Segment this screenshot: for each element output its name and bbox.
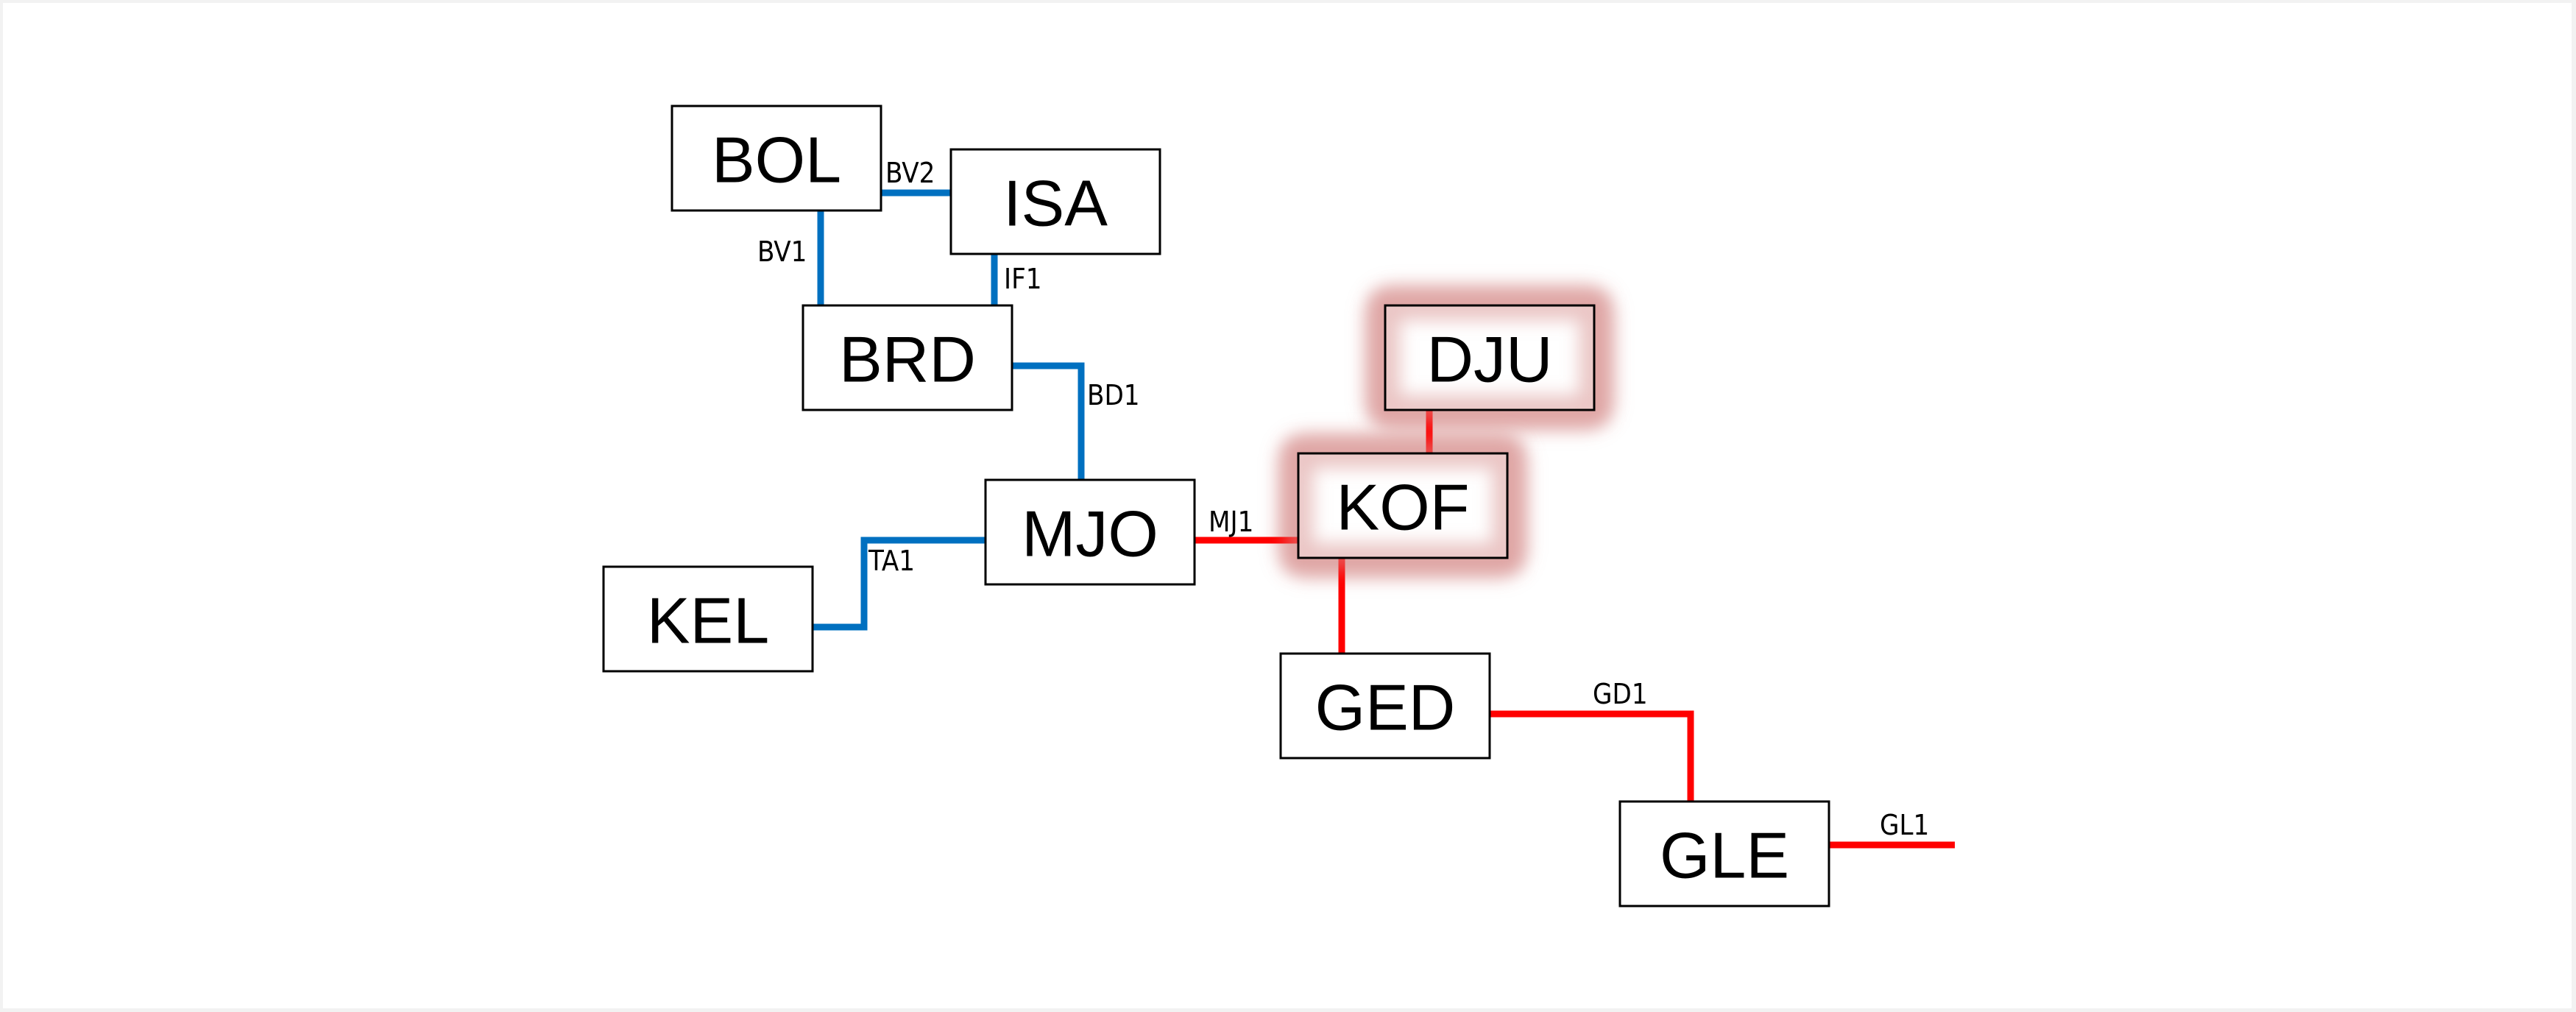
node-inner-glow — [1287, 442, 1519, 570]
node-label: BOL — [712, 124, 841, 197]
node-label: GLE — [1660, 819, 1789, 892]
node-box[interactable] — [1297, 452, 1509, 559]
node-label: DJU — [1426, 323, 1552, 396]
node-ged[interactable]: GED — [1279, 652, 1491, 760]
link-label-gd1: GD1 — [1593, 678, 1648, 710]
link-label-mj1: MJ1 — [1209, 506, 1253, 538]
node-label: BRD — [839, 323, 976, 396]
link-label-ta1: TA1 — [868, 545, 915, 577]
links-layer — [812, 189, 1955, 849]
node-label: GED — [1315, 671, 1456, 744]
link-bd1[interactable] — [1012, 362, 1085, 480]
node-inner-glow — [1373, 294, 1606, 422]
node-border — [1297, 452, 1509, 559]
nodes-layer: BOL ISA BRD DJU KOF MJO KEL GED GLE — [602, 105, 1830, 907]
link-label-gl1: GL1 — [1880, 809, 1929, 841]
node-gle[interactable]: GLE — [1618, 800, 1830, 907]
node-isa[interactable]: ISA — [949, 148, 1161, 255]
node-box[interactable] — [670, 105, 882, 212]
node-box[interactable] — [1279, 652, 1491, 760]
node-kof[interactable]: KOF — [1287, 442, 1519, 570]
node-brd[interactable]: BRD — [802, 304, 1013, 411]
node-box[interactable] — [1618, 800, 1830, 907]
network-diagram: BOL ISA BRD DJU KOF MJO KEL GED GLE BV2BV1IF1BD1… — [602, 105, 1955, 907]
link-label-if1: IF1 — [1004, 263, 1042, 295]
node-label: ISA — [1003, 167, 1108, 240]
node-label: KEL — [647, 584, 769, 657]
node-box[interactable] — [602, 565, 814, 673]
node-dju[interactable]: DJU — [1373, 294, 1606, 422]
link-label-bv1: BV1 — [757, 236, 807, 268]
link-gd1[interactable] — [1490, 710, 1694, 802]
node-mjo[interactable]: MJO — [984, 478, 1196, 586]
node-label: KOF — [1337, 471, 1470, 544]
node-box[interactable] — [984, 478, 1196, 586]
link-ta1[interactable] — [812, 537, 986, 631]
node-border — [1384, 304, 1596, 411]
node-box[interactable] — [802, 304, 1013, 411]
link-label-bd1: BD1 — [1087, 379, 1140, 411]
link-label-bv2: BV2 — [885, 157, 935, 189]
node-label: MJO — [1022, 498, 1158, 570]
node-box[interactable] — [949, 148, 1161, 255]
node-bol[interactable]: BOL — [670, 105, 882, 212]
node-kel[interactable]: KEL — [602, 565, 814, 673]
